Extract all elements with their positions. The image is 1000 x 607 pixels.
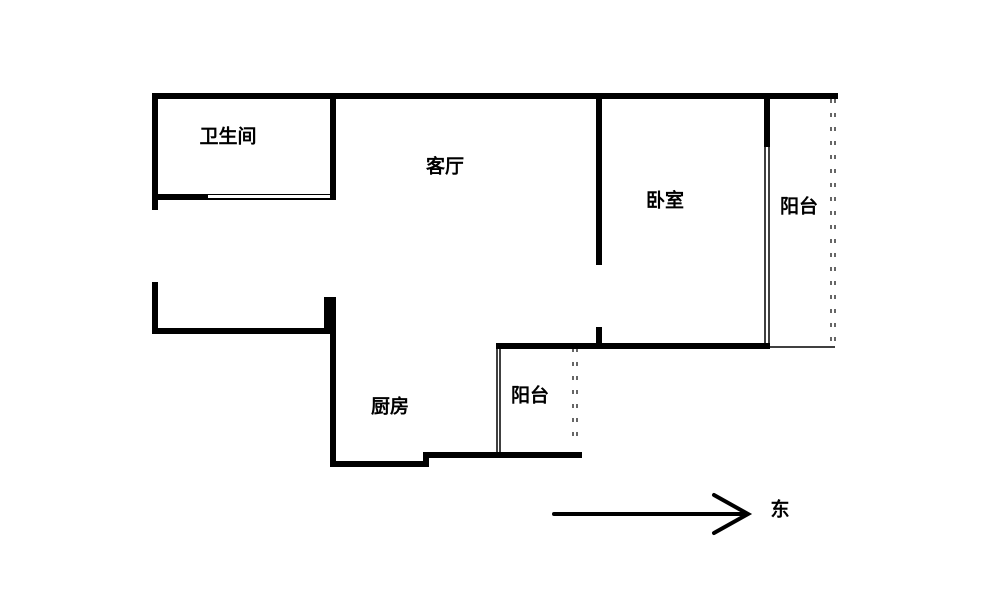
wall-bathroom-right	[330, 93, 336, 200]
wall-kitchen-bottom	[330, 461, 429, 467]
label-living-room: 客厅	[425, 155, 465, 178]
wall-left-lower	[152, 282, 158, 334]
wall-left-upper	[152, 93, 158, 210]
wall-lower-left-horizontal	[152, 328, 335, 334]
label-kitchen: 厨房	[370, 395, 410, 418]
wall-south-bottom	[423, 452, 582, 458]
walls	[152, 93, 838, 467]
wall-balcony-top	[496, 343, 770, 349]
label-balcony-east: 阳台	[779, 195, 819, 218]
wall-kitchen-left	[330, 297, 336, 467]
label-balcony-kitchen: 阳台	[510, 384, 550, 407]
compass-arrow-icon	[552, 493, 753, 535]
wall-top	[152, 93, 838, 99]
label-bedroom: 卧室	[645, 189, 685, 212]
bathroom-window	[208, 195, 330, 198]
label-compass-east: 东	[770, 498, 790, 521]
windows	[208, 99, 836, 455]
wall-kitchen-step	[423, 452, 429, 467]
label-bathroom: 卫生间	[199, 125, 257, 148]
wall-bedroom-east	[764, 93, 770, 147]
wall-bedroom-west-lower	[596, 327, 602, 347]
wall-bedroom-west-upper	[596, 93, 602, 265]
